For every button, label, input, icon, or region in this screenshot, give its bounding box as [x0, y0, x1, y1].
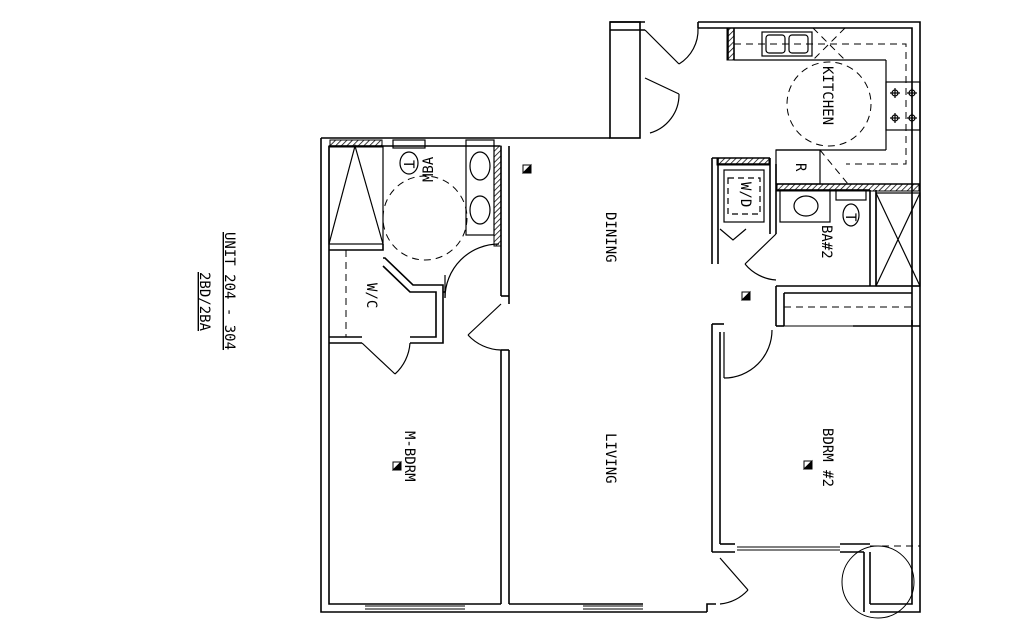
ba2-vanity [779, 189, 831, 223]
mba-toilet-bowl [399, 151, 419, 175]
closet-turning-circle [841, 545, 915, 619]
windows [365, 325, 853, 610]
room-label-kitchen: KITCHEN [819, 66, 835, 125]
refrigerator [775, 149, 821, 185]
unit-label: UNIT 204 - 304 2BD/2BA [196, 232, 237, 350]
smoke-detector-icon [740, 290, 751, 301]
room-label-ba2: BA#2 [818, 225, 834, 259]
ba2-toilet-label: T [842, 213, 858, 222]
ba2-toilet-bowl [842, 203, 860, 227]
room-label-wic: W/C [363, 283, 379, 308]
range-burners-icon [890, 88, 917, 123]
washer-dryer [723, 169, 765, 223]
doors [361, 27, 777, 605]
ba2-sink [793, 195, 819, 217]
mba-sink-2 [469, 195, 491, 225]
room-labels: KITCHEN MBA W/C DINING LIVING M-BDRM BA#… [363, 66, 835, 487]
room-label-bdrm2: BDRM #2 [819, 428, 835, 487]
hatched-walls [329, 27, 920, 247]
smoke-detector-icon [391, 460, 402, 471]
washer-dryer-label: W/D [737, 182, 753, 207]
exterior-walls [320, 21, 921, 613]
smoke-detector-icon [802, 459, 813, 470]
refrigerator-label: R [792, 163, 808, 172]
room-label-mbdrm: M-BDRM [401, 431, 417, 482]
kitchen-fixtures [734, 31, 921, 185]
kitchen-sink [761, 31, 813, 57]
room-label-mba: MBA [421, 156, 437, 182]
ba2-toilet-tank [835, 189, 867, 201]
room-label-living: LIVING [602, 433, 618, 484]
smoke-detector-icon [521, 163, 532, 174]
mba-toilet-label: T [400, 160, 416, 169]
room-label-dining: DINING [602, 212, 618, 263]
range [885, 81, 921, 131]
mba-toilet-tank [392, 139, 426, 149]
mba-vanity [465, 139, 495, 236]
mba-sink-1 [469, 151, 491, 181]
smoke-detectors [391, 163, 813, 471]
dashed-elements [345, 27, 920, 547]
ba2-fixtures [723, 169, 921, 287]
unit-subtitle: 2BD/2BA [196, 272, 212, 332]
unit-title: UNIT 204 - 304 [221, 232, 237, 350]
mba-shower [328, 145, 384, 245]
mba-fixtures [328, 139, 495, 245]
ba2-tub [875, 192, 921, 287]
